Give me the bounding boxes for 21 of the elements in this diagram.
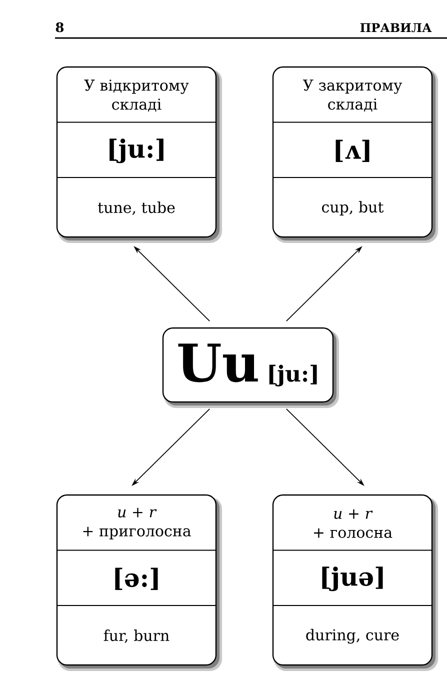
heading-text: У закритому складі [302,80,402,112]
transcription: [ju:] [110,138,164,164]
transcription: [ə:] [115,568,158,590]
heading-text: u + r + приголосна [83,508,191,540]
letter-title: Uu [178,344,258,382]
info-card [56,66,222,243]
heading-text: u + r + голосна [314,509,392,538]
transcription: [ju:] [269,364,317,386]
transcription: [ʌ] [336,140,370,162]
page-number: 8 [56,22,64,32]
info-card [272,494,438,671]
title-card [162,327,339,408]
example-words: cup, but [322,201,384,216]
example-words: during, cure [306,628,399,644]
info-card [56,494,222,671]
example-words: fur, burn [104,630,170,643]
heading-text: У відкритому складі [84,80,189,112]
running-head: ПРАВИЛА [360,23,432,32]
example-words: tune, tube [98,202,175,215]
info-card [272,66,438,243]
transcription: [juə] [322,566,383,592]
